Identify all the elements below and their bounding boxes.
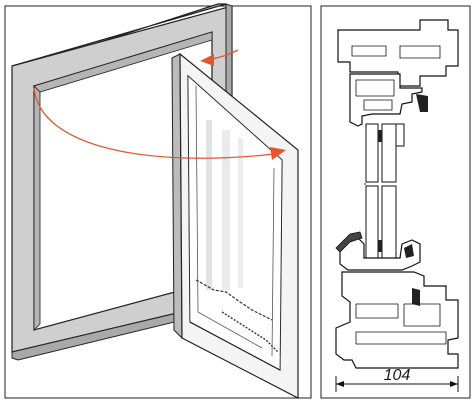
frame-inner-reveal-left <box>33 85 41 331</box>
frame-profile-lower-detail <box>355 303 447 345</box>
left-panel-border <box>4 5 312 399</box>
gasket-frame-lower <box>412 288 420 306</box>
glazing-bead-left <box>195 85 263 349</box>
glass-unit-lower-left <box>365 185 379 259</box>
sash-bottom-shadow <box>221 311 279 353</box>
turn-arrow-head <box>200 54 214 66</box>
dimension-arrow-right <box>450 381 458 387</box>
gasket-top <box>416 94 428 112</box>
dimension-label: 104 <box>384 367 411 384</box>
frame-profile-top <box>337 19 459 87</box>
bead-bottom-step <box>195 279 273 321</box>
dimension-arrow-left <box>336 381 344 387</box>
sash-bottom-inner <box>189 321 281 371</box>
glass-reflection-1 <box>206 120 212 290</box>
perspective-view <box>4 3 312 399</box>
spacer-upper <box>378 130 382 142</box>
profile-section-view: 104 <box>320 5 471 399</box>
bead-upper <box>395 123 405 147</box>
spacer-lower <box>378 240 382 252</box>
glass-unit-lower-right <box>381 185 397 259</box>
right-panel-border <box>320 5 471 399</box>
sash-profile-top-detail <box>355 79 395 111</box>
glass-reflection-2 <box>222 130 230 290</box>
glass-unit-upper-left <box>365 123 379 183</box>
glass-reflection-3 <box>238 138 243 288</box>
sash-glass <box>187 75 283 371</box>
drip-cap <box>335 231 363 253</box>
glazing-bead-right <box>271 167 275 357</box>
gasket-lower <box>404 244 414 258</box>
tilt-arrow-head <box>270 147 286 160</box>
frame-profile-top-detail <box>351 45 441 59</box>
glass-unit-upper-right <box>381 123 397 183</box>
tilt-arrow-arc <box>33 87 275 159</box>
